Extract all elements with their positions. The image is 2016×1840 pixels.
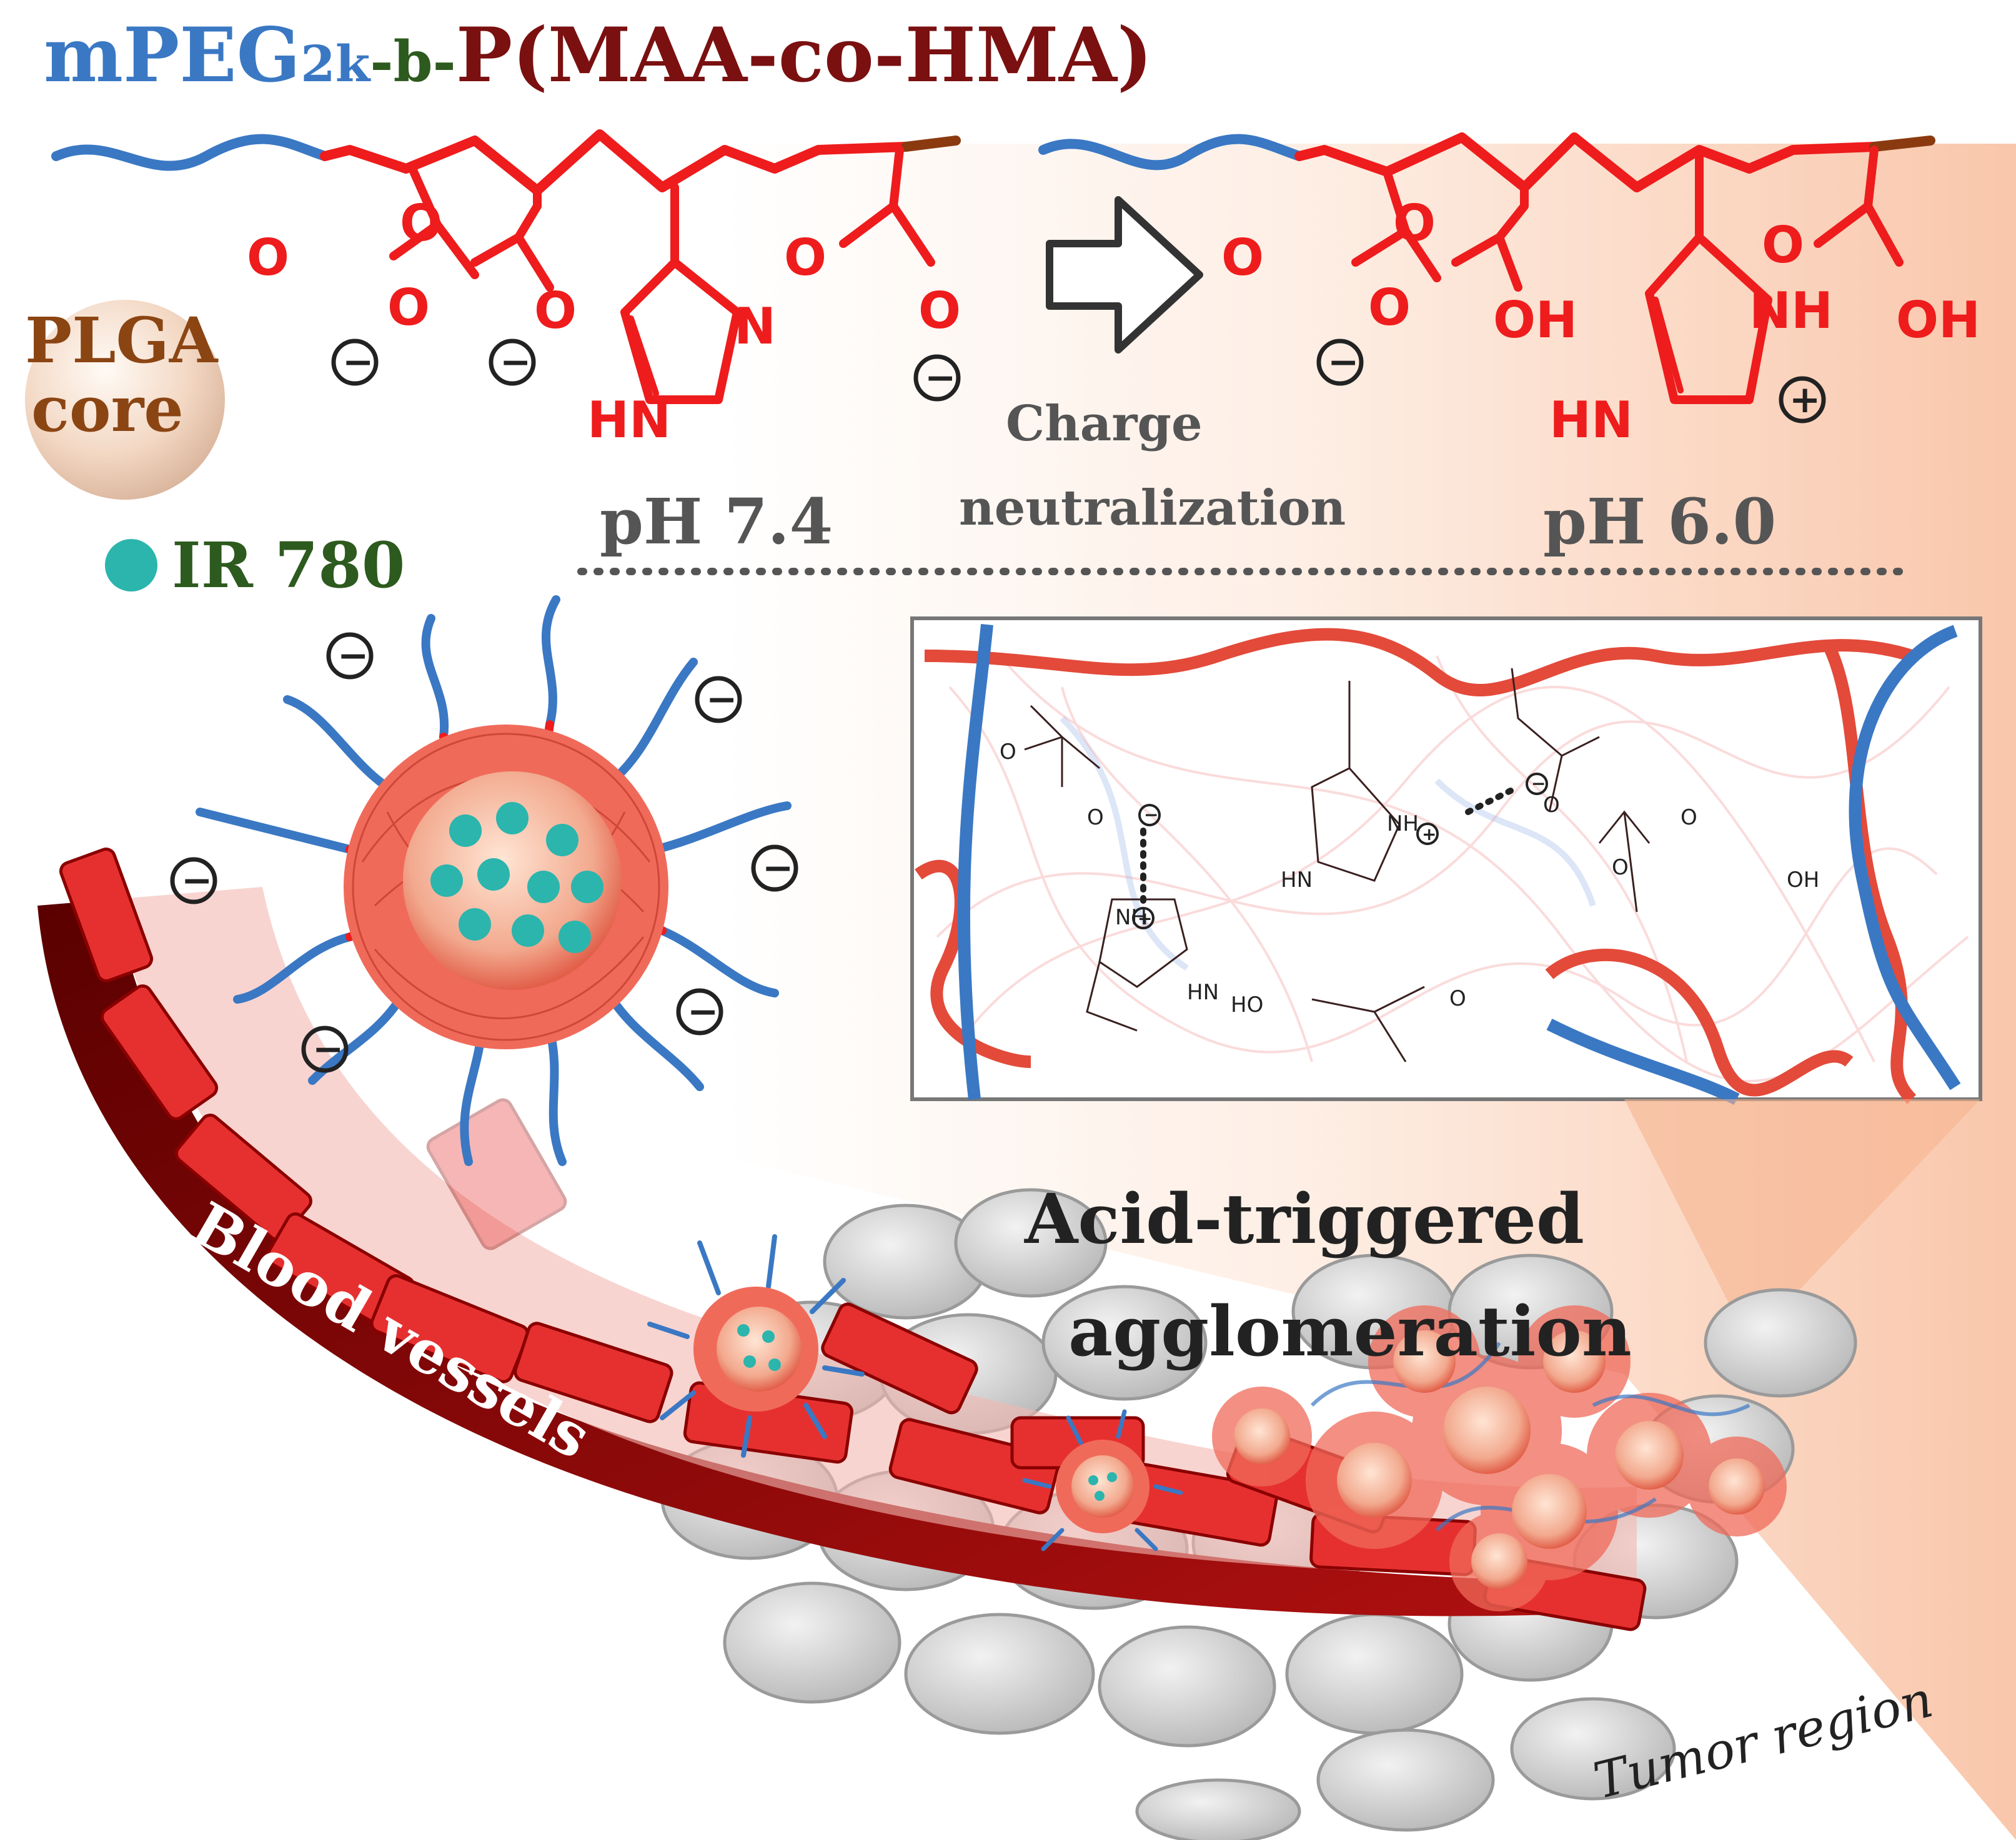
svg-text:−: −: [925, 356, 956, 400]
svg-text:−: −: [1144, 804, 1158, 825]
plga-core-sphere: [25, 300, 225, 500]
polymer-title: mPEG2k-b-P(MAA-co-HMA): [44, 11, 1153, 99]
svg-text:HN: HN: [1281, 868, 1313, 893]
svg-text:O: O: [1087, 805, 1104, 830]
backbone-right: [1294, 132, 1879, 192]
hn-label-right: HN: [1549, 391, 1633, 449]
svg-text:+: +: [1138, 908, 1152, 929]
charges-right: − +: [1316, 339, 1826, 423]
hydroxyl-r1: OH: [1493, 291, 1577, 349]
tumor-region-label: Tumor region: [1588, 1670, 1939, 1810]
title-polymer: P(MAA-co-HMA): [456, 11, 1153, 99]
svg-text:OH: OH: [1787, 868, 1819, 893]
oxygen-r4: O: [1762, 216, 1804, 274]
nanoparticle-large: [196, 595, 792, 1166]
ph-74-label: pH 7.4: [600, 485, 833, 558]
plga-label-line2: core: [31, 372, 184, 446]
agglomerated-nanoparticles: [1212, 1305, 1787, 1611]
svg-text:+: +: [1789, 378, 1820, 422]
structure-ph74: [51, 129, 961, 404]
inset-callout: [1624, 1099, 1980, 1343]
backbone-left: [320, 129, 911, 195]
charges-nanoparticle: − − − − − −: [170, 632, 798, 1073]
nitrogen-1: N: [734, 297, 776, 355]
svg-text:O: O: [1449, 986, 1466, 1011]
svg-text:O: O: [1612, 855, 1629, 880]
title-mpeg-sub: 2k: [300, 34, 371, 93]
ir780-legend: IR 780: [105, 528, 405, 602]
ph-60-label: pH 6.0: [1543, 485, 1776, 558]
structure-ph60: [1038, 132, 1935, 404]
oxygen-5: O: [784, 229, 827, 287]
agglomeration-label-line2: agglomeration: [1068, 1291, 1632, 1372]
svg-text:−: −: [342, 340, 374, 384]
oxygen-r3: O: [1393, 194, 1436, 252]
svg-text:+: +: [1422, 824, 1436, 844]
ir780-label: IR 780: [172, 528, 405, 602]
svg-text:−: −: [337, 634, 369, 678]
hydroxyl-r2: OH: [1896, 291, 1980, 349]
title-block: -b-: [370, 29, 456, 95]
svg-text:−: −: [312, 1027, 344, 1071]
oxygen-r2: O: [1368, 279, 1411, 337]
svg-text:−: −: [500, 340, 531, 384]
svg-text:−: −: [1328, 340, 1359, 384]
nh-label-right: NH: [1749, 282, 1833, 340]
charges-left: − − −: [331, 339, 961, 402]
ir780-in-core: [430, 802, 603, 953]
hn-label-left: HN: [587, 391, 671, 449]
atom-labels-left: O O O O N HN O O: [247, 194, 961, 449]
transition-label-line1: Charge: [1006, 395, 1203, 452]
svg-text:O: O: [1681, 805, 1697, 830]
svg-text:HN: HN: [1187, 980, 1219, 1005]
oxygen-6: O: [918, 282, 961, 340]
agglomeration-label-line1: Acid-triggered: [1024, 1179, 1584, 1259]
svg-text:−: −: [1531, 773, 1546, 794]
svg-text:−: −: [181, 859, 212, 903]
oxygen-4: O: [534, 282, 577, 340]
title-mpeg: mPEG: [44, 11, 300, 99]
svg-text:−: −: [687, 990, 718, 1034]
plga-core-legend: PLGA core: [25, 300, 225, 500]
nanoparticle-medium: [647, 1234, 865, 1458]
nanoparticle-small: [1022, 1409, 1183, 1551]
svg-text:−: −: [706, 678, 737, 721]
svg-text:O: O: [1543, 793, 1560, 818]
ir780-dot: [105, 539, 157, 591]
transition-label-line2: neutralization: [959, 480, 1346, 537]
plga-label-line1: PLGA: [25, 304, 219, 377]
atom-labels-right: O O O OH NH HN O OH: [1221, 194, 1980, 449]
peg-chain-right: [1038, 134, 1304, 171]
svg-text:NH: NH: [1387, 811, 1419, 836]
oxygen-1: O: [247, 229, 289, 287]
svg-text:HO: HO: [1231, 992, 1263, 1017]
interaction-inset: O O NH HN O O O OH NH HN HO O − − + +: [910, 616, 1982, 1105]
oxygen-2: O: [387, 279, 430, 337]
oxygen-3: O: [400, 194, 442, 252]
svg-text:O: O: [1000, 739, 1016, 764]
svg-text:−: −: [762, 846, 793, 890]
oxygen-r1: O: [1221, 229, 1264, 287]
transition-arrow: [1046, 196, 1203, 354]
peg-chain-left: [51, 134, 330, 171]
